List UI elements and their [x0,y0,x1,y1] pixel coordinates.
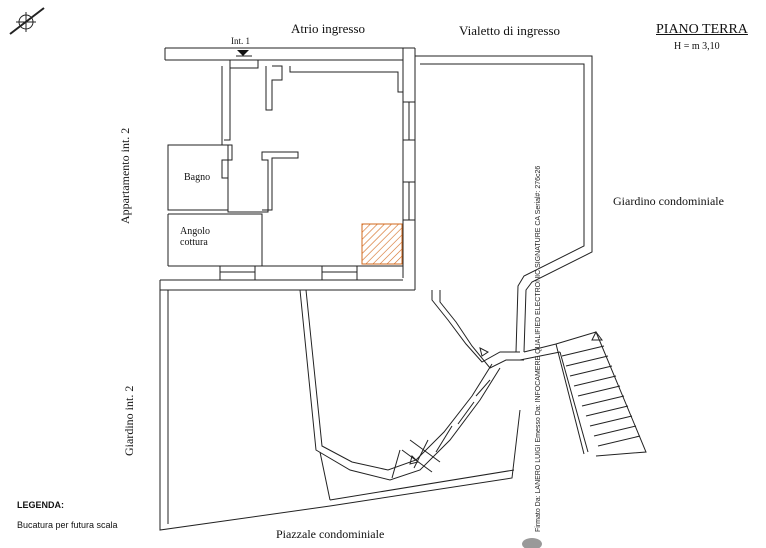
legend-heading: LEGENDA: [17,500,64,510]
room-label-angolo: Angolo [180,226,210,237]
digital-signature: Firmato Da: LANERO LUIGI Emesso Da: INFO… [535,165,542,532]
label-giardino-condominiale: Giardino condominiale [613,194,724,208]
room-label-cottura: cottura [180,237,208,248]
label-giardino-int2: Giardino int. 2 [122,385,136,456]
label-appartamento: Appartamento int. 2 [118,127,132,224]
floor-height: H = m 3,10 [674,41,720,52]
triangle-down-icon [237,50,249,56]
manhole-icon [522,538,542,548]
label-atrio: Atrio ingresso [291,21,366,36]
page-title: PIANO TERRA [656,22,748,37]
interior-walls [167,65,403,266]
building-walls [160,47,416,291]
future-stair-opening [361,223,403,265]
external-stair [519,331,647,457]
legend-item: Bucatura per futura scala [17,520,118,530]
garden-outline [159,55,593,531]
label-vialetto: Vialetto di ingresso [459,23,561,38]
label-piazzale: Piazzale condominiale [276,527,385,541]
compass-north-icon [9,7,45,35]
room-label-bagno: Bagno [184,172,211,183]
unit-label-int1: Int. 1 [231,36,250,46]
